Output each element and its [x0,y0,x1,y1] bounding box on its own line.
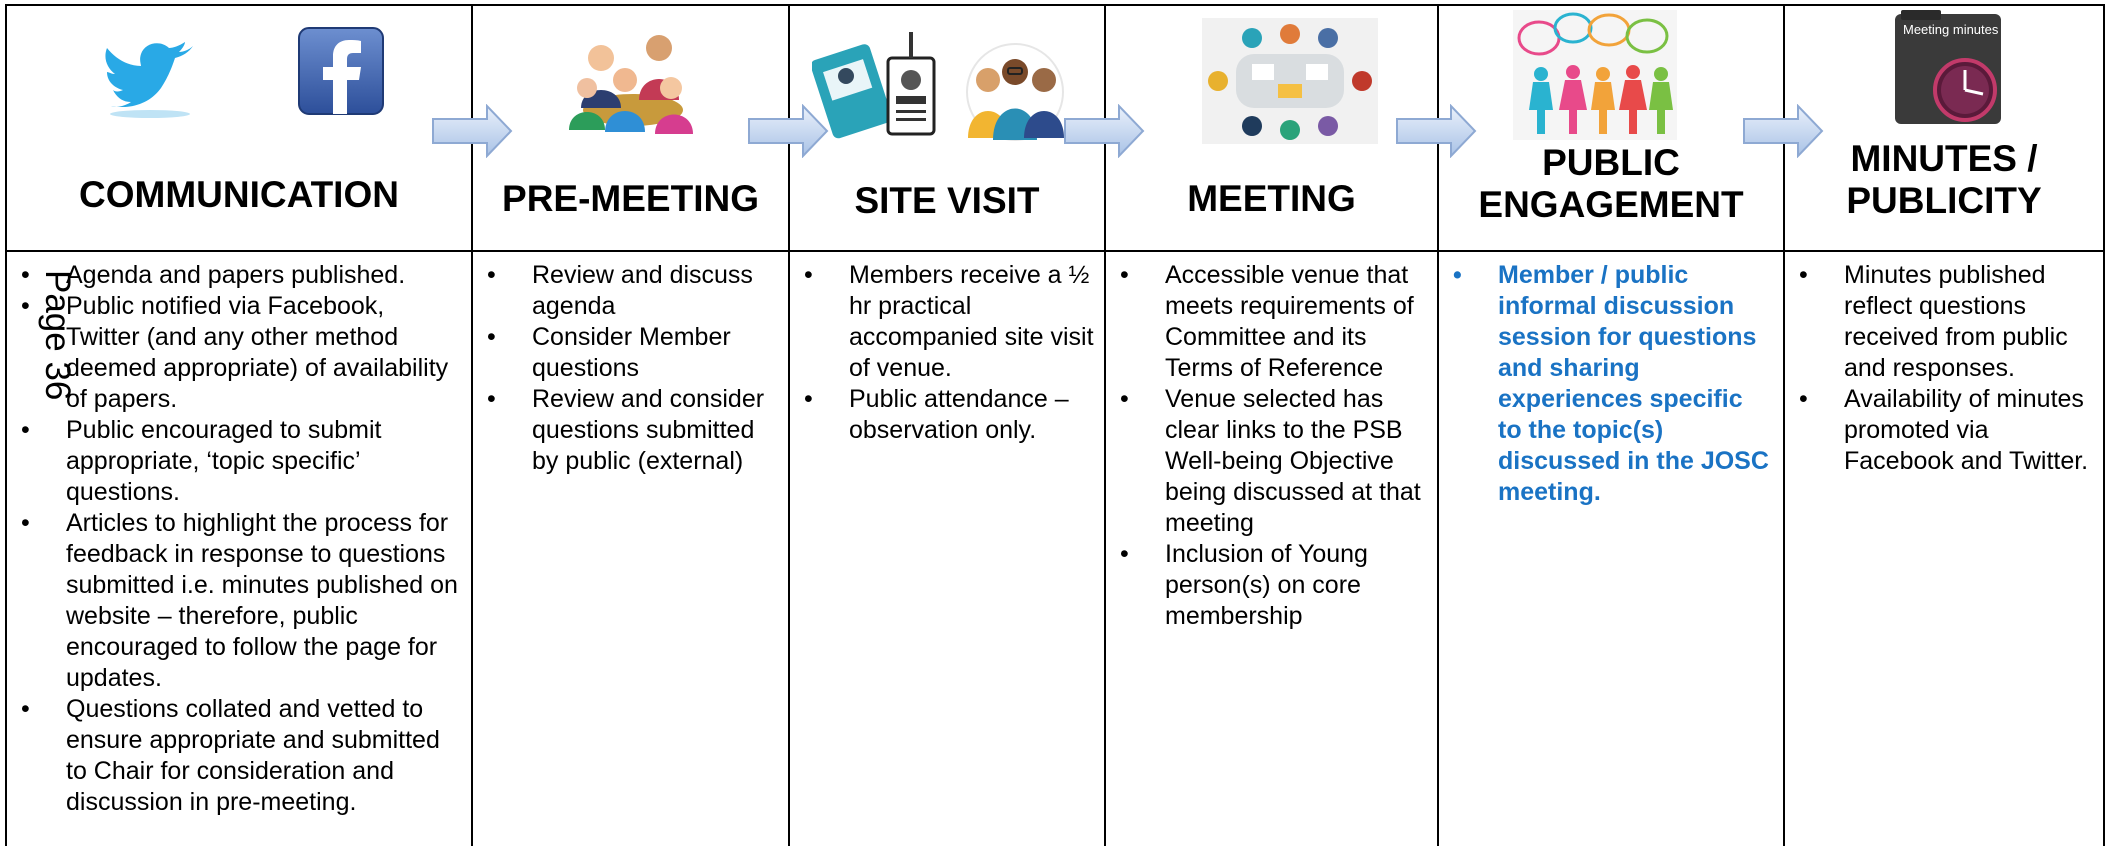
column-header: PRE-MEETING [473,4,788,252]
column-title: COMMUNICATION [79,174,399,215]
bullet-list: Review and discuss agenda Consider Membe… [473,260,788,477]
list-item: Articles to highlight the process for fe… [7,508,461,694]
column-title: PRE-MEETING [502,178,759,219]
flow-arrow-icon [1743,104,1824,158]
bullet-list: Accessible venue that meets requirements… [1106,260,1437,632]
icon-caption: Meeting minutes [1903,22,1999,37]
column-title: MEETING [1187,178,1356,219]
column-header: Meeting minutes MINUTES / PUBLICITY [1785,4,2103,252]
column-header: SITE VISIT [790,4,1104,252]
list-item: Minutes published reflect questions rece… [1785,260,2093,384]
list-item: Review and discuss agenda [473,260,778,322]
list-item: Public attendance – observation only. [790,384,1094,446]
list-item: Venue selected has clear links to the PS… [1106,384,1427,539]
column-title: MINUTES / PUBLICITY [1785,138,2103,222]
bullet-list: Member / public informal discussion sess… [1439,260,1783,508]
column-pre-meeting: PRE-MEETING Review and discuss agenda Co… [471,4,788,846]
column-header: PUBLIC ENGAGEMENT [1439,4,1783,252]
flow-arrow-icon [1396,104,1477,158]
people-group-icon [966,43,1064,141]
bullet-list: Minutes published reflect questions rece… [1785,260,2103,477]
bullet-list: Members receive a ½ hr practical accompa… [790,260,1104,446]
list-item: Public notified via Facebook, Twitter (a… [7,291,461,415]
speech-bubbles-people-icon [1513,10,1677,140]
column-communication: COMMUNICATION Agenda and papers publishe… [5,4,471,846]
list-item: Agenda and papers published. [7,260,461,291]
list-item: Review and consider questions submitted … [473,384,778,477]
column-body: Minutes published reflect questions rece… [1785,260,2103,846]
group-discussion-icon [569,35,693,134]
column-public-engagement: PUBLIC ENGAGEMENT Member / public inform… [1437,4,1783,846]
list-item: Questions collated and vetted to ensure … [7,694,461,818]
column-header: COMMUNICATION [7,4,471,252]
visitor-badge-icon [812,32,936,139]
title-line: ENGAGEMENT [1478,184,1744,225]
meeting-table-icon [1202,18,1378,144]
title-line: PUBLIC [1542,142,1680,183]
title-line: PUBLICITY [1846,180,2042,221]
column-title: SITE VISIT [854,180,1040,221]
column-body: Review and discuss agenda Consider Membe… [473,260,788,846]
list-item: Members receive a ½ hr practical accompa… [790,260,1094,384]
column-body: Members receive a ½ hr practical accompa… [790,260,1104,846]
list-item: Public encouraged to submit appropriate,… [7,415,461,508]
meeting-minutes-clock-icon: Meeting minutes [1895,10,2001,124]
flow-arrow-icon [432,104,513,158]
twitter-bird-icon [105,42,193,118]
column-title: PUBLIC ENGAGEMENT [1439,142,1783,226]
flow-arrow-icon [748,104,829,158]
column-site-visit: SITE VISIT Members receive a ½ hr practi… [788,4,1104,846]
column-header: MEETING [1106,4,1437,252]
column-body: Agenda and papers published. Public noti… [7,260,471,846]
list-item: Availability of minutes promoted via Fac… [1785,384,2093,477]
list-item: Accessible venue that meets requirements… [1106,260,1427,384]
column-body: Member / public informal discussion sess… [1439,260,1783,846]
page-number-label: Page 36 [38,270,77,401]
column-meeting: MEETING Accessible venue that meets requ… [1104,4,1437,846]
title-line: MINUTES / [1850,138,2038,179]
column-body: Accessible venue that meets requirements… [1106,260,1437,846]
list-item: Consider Member questions [473,322,778,384]
list-item: Member / public informal discussion sess… [1439,260,1773,508]
column-minutes-publicity: Meeting minutes MINUTES / PUBLICITY Minu… [1783,4,2105,846]
bullet-list: Agenda and papers published. Public noti… [7,260,471,818]
flow-arrow-icon [1064,104,1145,158]
process-flow-table: COMMUNICATION Agenda and papers publishe… [5,4,2105,846]
list-item: Inclusion of Young person(s) on core mem… [1106,539,1427,632]
facebook-logo-icon [298,27,384,115]
